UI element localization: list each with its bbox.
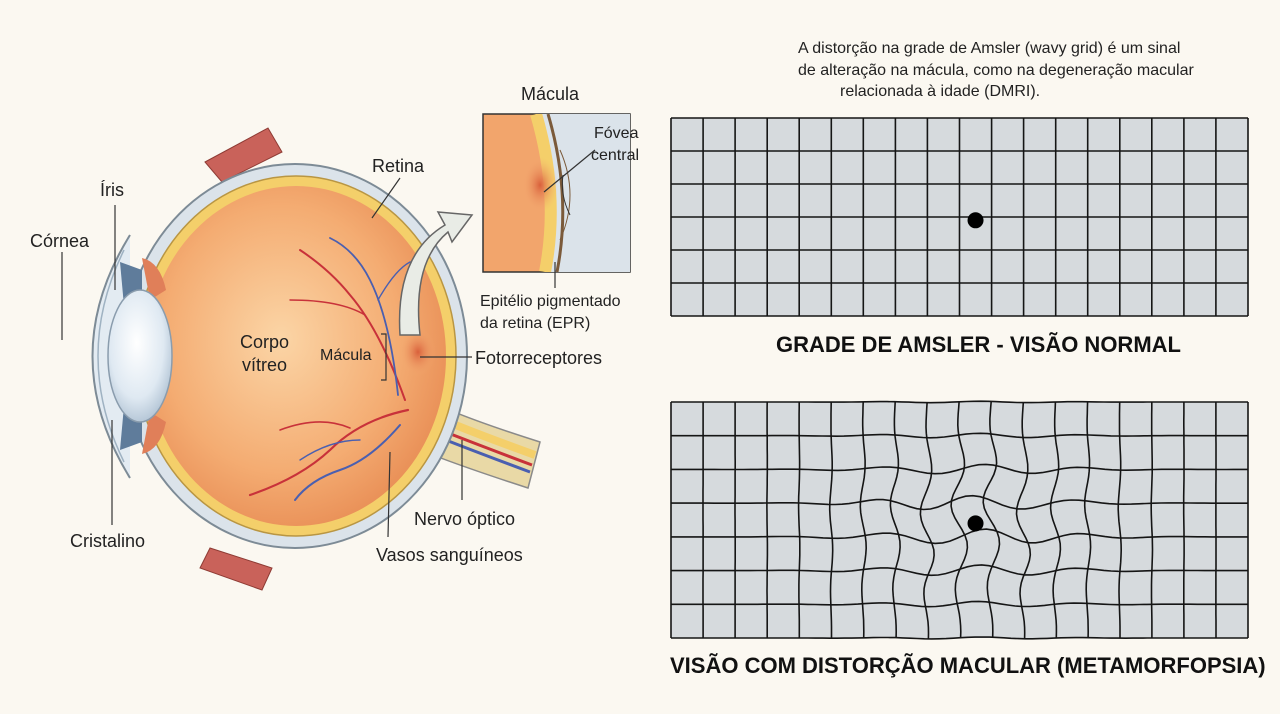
label-cornea: Córnea [30,231,90,251]
lens-shape [107,289,173,423]
label-optic-nerve: Nervo óptico [414,509,515,529]
grid-line-vertical [1150,402,1154,638]
amsler-grid-distorted [670,400,1249,640]
grid-line-vertical [1117,402,1123,639]
label-blood-vessels: Vasos sanguíneos [376,545,523,565]
label-rpe-2: da retina (EPR) [480,315,590,332]
amsler-grid-normal [670,117,1249,317]
upper-muscle [204,127,283,183]
grid-line-horizontal [671,494,1248,511]
label-lens: Cristalino [70,531,145,551]
grid-line-vertical [1049,401,1062,639]
grid-line-vertical [950,401,969,638]
label-fovea-1: Fóvea [594,125,639,142]
grid-normal-title: GRADE DE AMSLER - VISÃO NORMAL [776,332,1181,357]
fixation-dot [967,212,984,229]
explanation-note: A distorção na grade de Amsler (wavy gri… [798,40,1194,100]
fixation-dot [967,515,984,532]
label-vitreous-2: vítreo [242,355,287,375]
label-fovea-2: central [591,147,639,164]
blood-vessels-shape [248,237,411,501]
inset-title: Mácula [521,84,580,104]
note-line-2: de alteração na mácula, como na degenera… [798,62,1194,79]
label-photoreceptors: Fotorreceptores [475,348,602,368]
label-retina: Retina [372,156,425,176]
note-line-1: A distorção na grade de Amsler (wavy gri… [798,40,1180,57]
macula-spot [400,328,436,376]
grid-line-horizontal [671,400,1248,404]
vitreous-body [146,186,446,526]
lower-muscle [199,547,273,591]
label-iris: Íris [100,180,124,200]
grid-line-horizontal [671,432,1248,439]
macula-inset: Mácula Fóvea central Epitélio pigmentado… [480,84,639,332]
grid-line-horizontal [671,564,1248,577]
zoom-arrow [398,211,474,336]
eye-illustration: Córnea Íris Cristalino Retina Corpo vítr… [30,127,602,591]
grid-line-vertical [1083,401,1092,638]
grid-line-vertical [982,401,1001,638]
grid-line-vertical [766,401,769,638]
grid-line-horizontal [671,636,1248,640]
grid-line-vertical [828,402,834,639]
grid-line-vertical [1015,402,1032,639]
label-macula: Mácula [320,347,372,364]
label-rpe-1: Epitélio pigmentado [480,293,621,310]
grid-line-vertical [919,402,935,639]
grid-distorted-title: VISÃO COM DISTORÇÃO MACULAR (METAMORFOPS… [670,653,1266,678]
grid-line-vertical [797,402,801,638]
label-vitreous-1: Corpo [240,332,289,352]
grid-line-vertical [889,401,901,638]
grid-line-horizontal [671,528,1248,545]
note-line-3: relacionada à idade (DMRI). [840,83,1040,100]
grid-line-horizontal [671,600,1248,608]
grid-line-vertical [859,401,868,638]
grid-line-horizontal [671,463,1248,475]
